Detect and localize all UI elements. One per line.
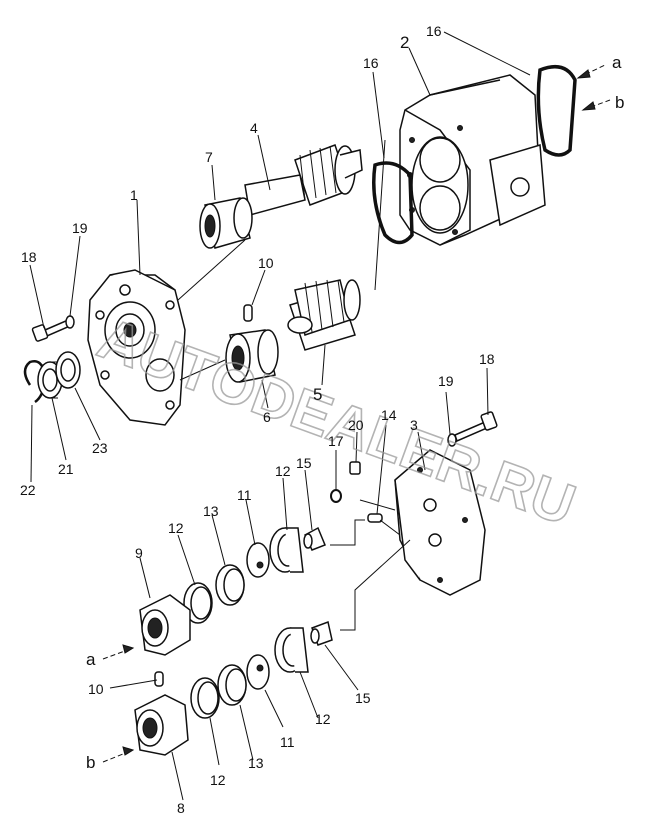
callout-10-lower: 10 [88,681,104,697]
part-12-seal-upper-left [183,582,213,624]
callout-13-upper: 13 [203,503,219,519]
callout-23: 23 [92,440,108,456]
callout-11-lower: 11 [280,734,295,750]
part-23-oil-seal [55,351,81,389]
callout-8: 8 [177,800,185,816]
part-18-bolt-right [454,411,498,443]
callout-7: 7 [205,149,213,165]
callout-19-right: 19 [438,373,454,389]
callout-1: 1 [130,187,138,203]
callout-12-a: 12 [168,520,184,536]
callout-20: 20 [348,417,364,433]
reference-arrow-b-top [581,99,611,111]
part-2-pump-body [399,74,546,246]
part-15-check-valve-upper [303,526,326,551]
callout-15-lower: 15 [355,690,371,706]
part-18-bolt-left [31,318,71,342]
part-1-front-cover [87,269,186,426]
callout-18-left: 18 [21,249,37,265]
callout-3: 3 [410,417,418,433]
part-5-driven-gear [287,279,361,351]
callout-14: 14 [381,407,397,423]
ref-letter-a-bottom: a [86,650,96,669]
callout-22: 22 [20,482,36,498]
callout-16-left: 16 [363,55,379,71]
part-12-seal-lower-left [190,677,220,719]
reference-arrow-b-bottom [102,746,135,763]
callout-9: 9 [135,545,143,561]
callout-21: 21 [58,461,74,477]
part-13-ring-lower [217,664,247,706]
part-16-o-ring-right [536,64,577,157]
part-14-pin [367,513,383,523]
part-6-bushing [225,329,279,383]
callout-13-lower: 13 [248,755,264,771]
part-17-o-ring-small [330,489,342,503]
reference-arrow-a-bottom [102,644,135,660]
part-3-rear-cover [394,449,486,596]
ref-letter-b-top: b [615,93,624,112]
part-10-pin-upper [243,304,253,322]
part-11-plate-lower [246,654,270,690]
part-20-plug [349,461,361,475]
part-19-washer-right [447,433,457,447]
callout-12-c: 12 [210,772,226,788]
callout-12-d: 12 [315,711,331,727]
part-9-housing [139,594,191,656]
callout-2: 2 [400,33,409,52]
assembly-lines [177,139,411,631]
part-19-washer-left [65,315,75,329]
part-4-drive-gear-shaft [244,144,363,216]
ref-letter-a-top: a [612,53,622,72]
callout-11-upper: 11 [237,487,252,503]
callout-5: 5 [313,385,322,404]
part-12-seal-lower-right [274,627,309,673]
part-13-ring-upper [215,564,245,606]
callout-12-b: 12 [275,463,291,479]
part-10-pin-lower [154,671,164,687]
callout-17: 17 [328,433,344,449]
callout-4: 4 [250,120,258,136]
leader-lines [29,31,531,801]
part-11-plate-upper [246,542,270,578]
callout-10-upper: 10 [258,255,274,271]
callout-6: 6 [263,409,271,425]
part-8-housing [134,694,189,756]
reference-arrow-a-top [576,64,606,79]
callout-18-right: 18 [479,351,495,367]
callout-19-left: 19 [72,220,88,236]
callout-16-top: 16 [426,23,442,39]
ref-letter-b-bottom: b [86,753,95,772]
part-12-seal-upper-right [269,527,304,573]
part-7-bearing [199,197,253,249]
part-16-o-ring-left [372,161,414,245]
part-15-check-valve-lower [310,620,333,646]
callout-15-upper: 15 [296,455,312,471]
